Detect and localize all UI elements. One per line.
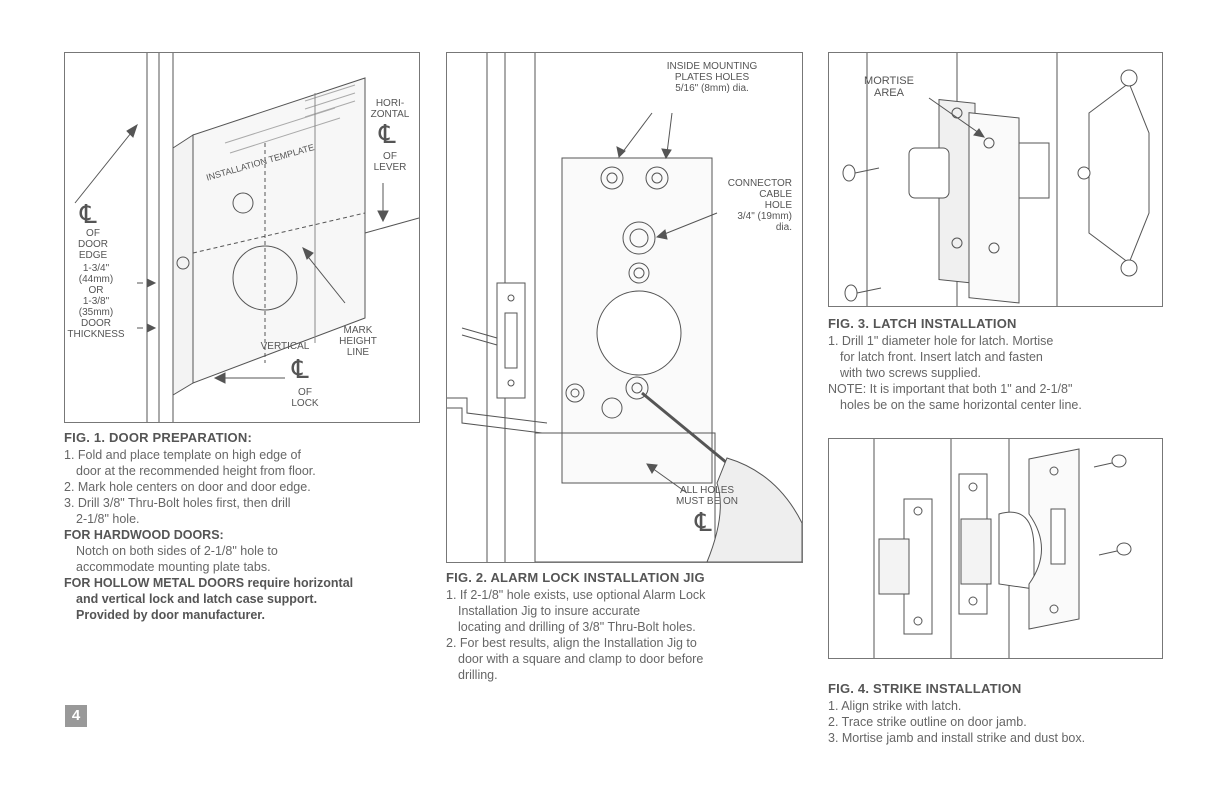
centerline-symbol-lever: ℄ [379, 120, 396, 150]
fig3-step-line: 1. Drill 1" diameter hole for latch. Mor… [828, 334, 1054, 348]
fig1-step-line: door at the recommended height from floo… [76, 464, 316, 478]
hollow-metal-line: Provided by door manufacturer. [76, 608, 265, 622]
centerline-symbol-door-edge: ℄ [80, 200, 97, 230]
fig3-title: FIG. 3. LATCH INSTALLATION [828, 316, 1017, 331]
fig1-step-line: 2-1/8" hole. [76, 512, 140, 526]
fig4-step-line: 1. Align strike with latch. [828, 699, 962, 713]
fig1-title: FIG. 1. DOOR PREPARATION: [64, 430, 252, 445]
fig1-door-edge-label: OF DOOR EDGE [78, 228, 108, 261]
fig4-step-line: 3. Mortise jamb and install strike and d… [828, 731, 1086, 745]
latch-drawing [842, 53, 1150, 306]
fig1-vertical-label: VERTICAL [260, 341, 310, 352]
hardwood-line: Notch on both sides of 2-1/8" hole to [76, 544, 278, 558]
hollow-metal-line: require horizontal [244, 576, 354, 590]
hardwood-doors-title: FOR HARDWOOD DOORS: [64, 528, 224, 542]
strike-drawing [873, 439, 1132, 658]
fig3-step-line: with two screws supplied. [840, 366, 982, 380]
fig2-connector-label: CONNECTOR CABLE HOLE 3/4" (19mm) dia. [727, 178, 792, 233]
fig3-step-line: for latch front. Insert latch and fasten [840, 350, 1043, 364]
centerline-symbol-jig: ℄ [695, 508, 712, 538]
fig3-step-line: holes be on the same horizontal center l… [840, 398, 1082, 412]
fig2-step-line: drilling. [458, 668, 498, 682]
fig4-title: FIG. 4. STRIKE INSTALLATION [828, 681, 1022, 696]
fig1-thickness-label: 1-3/4" (44mm) OR 1-3/8" (35mm) DOOR THIC… [67, 263, 125, 340]
fig2-step-line: Installation Jig to insure accurate [458, 604, 641, 618]
fig3-steps: 1. Drill 1" diameter hole for latch. Mor… [828, 333, 1208, 413]
fig2-step-line: locating and drilling of 3/8" Thru-Bolt … [458, 620, 696, 634]
jig-drawing [447, 53, 802, 562]
fig1-steps: 1. Fold and place template on high edge … [64, 447, 434, 623]
hardwood-line: accommodate mounting plate tabs. [76, 560, 271, 574]
fig3-mortise-label: MORTISE AREA [864, 75, 914, 99]
fig2-title: FIG. 2. ALARM LOCK INSTALLATION JIG [446, 570, 705, 585]
page-number: 4 [65, 705, 87, 727]
fig4-steps: 1. Align strike with latch. 2. Trace str… [828, 698, 1208, 746]
fig1-step-line: 1. Fold and place template on high edge … [64, 448, 301, 462]
hollow-metal-line: and vertical lock and latch case support… [76, 592, 318, 606]
fig2-step-line: 2. For best results, align the Installat… [446, 636, 697, 650]
fig1-horizontal-label: HORI- ZONTAL [370, 98, 410, 120]
fig2-step-line: door with a square and clamp to door bef… [458, 652, 704, 666]
hollow-metal-title: FOR HOLLOW METAL DOORS [64, 576, 245, 590]
fig2-step-line: 1. If 2-1/8" hole exists, use optional A… [446, 588, 706, 602]
fig2-steps: 1. If 2-1/8" hole exists, use optional A… [446, 587, 816, 683]
fig4-illustration [828, 438, 1163, 659]
fig1-step-line: 2. Mark hole centers on door and door ed… [64, 480, 311, 494]
fig1-illustration: INSTALLATION TEMPLATE ℄ OF DOOR EDGE HOR… [64, 52, 420, 423]
fig1-mark-height-label: MARK HEIGHT LINE [339, 325, 377, 358]
fig4-step-line: 2. Trace strike outline on door jamb. [828, 715, 1027, 729]
fig3-step-line: NOTE: It is important that both 1" and 2… [828, 382, 1073, 396]
fig1-of-lock-label: OF LOCK [291, 387, 319, 409]
fig2-all-holes-label: ALL HOLES MUST BE ON [675, 485, 739, 507]
fig1-of-lever-label: OF LEVER [373, 151, 407, 173]
fig2-inside-mounting-label: INSIDE MOUNTING PLATES HOLES 5/16" (8mm)… [666, 61, 758, 94]
fig2-illustration: INSIDE MOUNTING PLATES HOLES 5/16" (8mm)… [446, 52, 803, 563]
fig3-illustration: MORTISE AREA [828, 52, 1163, 307]
fig1-step-line: 3. Drill 3/8" Thru-Bolt holes first, the… [64, 496, 291, 510]
centerline-symbol-lock: ℄ [292, 355, 309, 385]
door-template-drawing [74, 53, 419, 422]
